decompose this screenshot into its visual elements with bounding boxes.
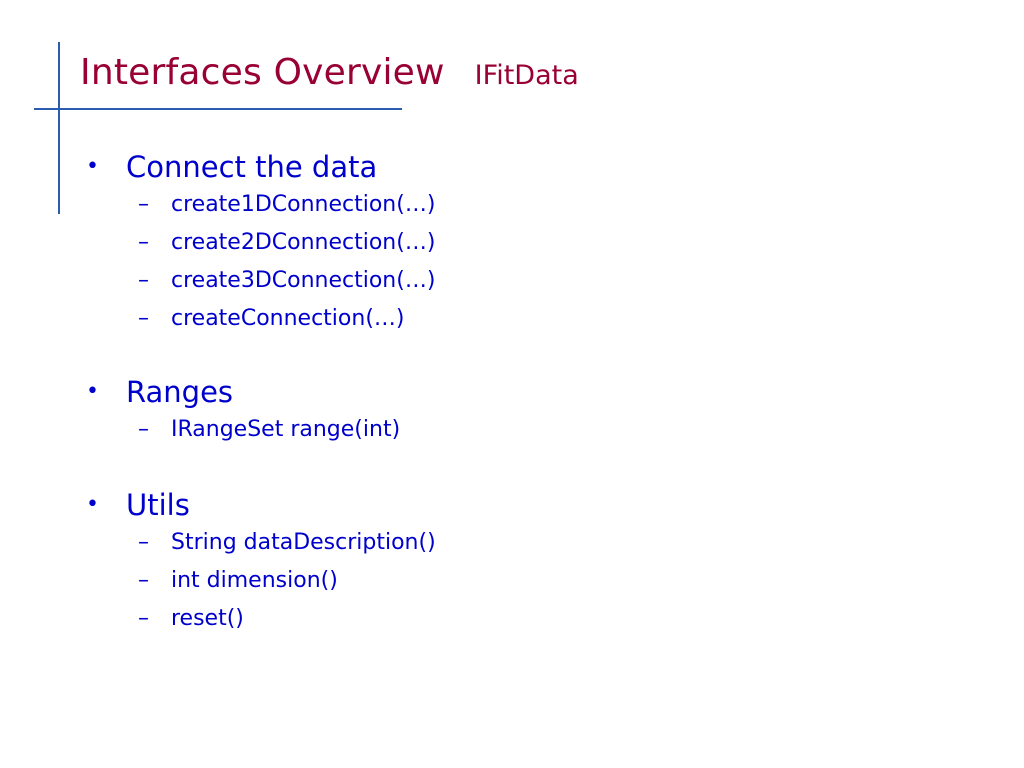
list-item-text: IRangeSet range(int) [171,417,401,442]
decorative-horizontal-rule [34,108,402,110]
list-item-text: String dataDescription() [171,530,436,555]
decorative-vertical-rule [58,42,60,214]
dash-icon: – [138,417,149,442]
list-item-text: create2DConnection(…) [171,230,436,255]
bullet-icon: • [86,154,99,179]
list-item-text: create1DConnection(…) [171,192,436,217]
bullet-icon: • [86,379,99,404]
list-item-text: create3DConnection(…) [171,268,436,293]
dash-icon: – [138,268,149,293]
section-heading: Connect the data [126,150,378,184]
bullet-icon: • [86,492,99,517]
title-subtitle: IFitData [474,60,579,91]
dash-icon: – [138,306,149,331]
slide-title: Interfaces Overview IFitData [80,52,579,93]
dash-icon: – [138,192,149,217]
dash-icon: – [138,606,149,631]
dash-icon: – [138,230,149,255]
list-item-text: createConnection(…) [171,306,405,331]
dash-icon: – [138,568,149,593]
dash-icon: – [138,530,149,555]
list-item-text: reset() [171,606,244,631]
section-heading: Utils [126,488,190,522]
list-item-text: int dimension() [171,568,338,593]
title-text: Interfaces Overview [80,52,445,93]
section-heading: Ranges [126,375,234,409]
